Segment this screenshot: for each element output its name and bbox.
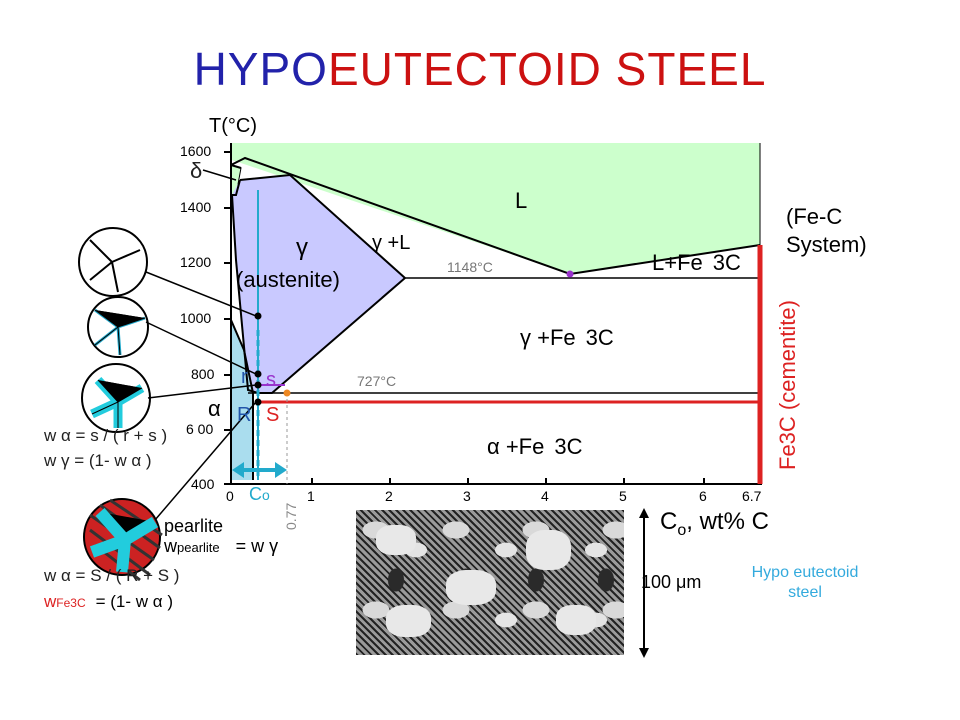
label-pearlite: pearlite <box>164 516 224 536</box>
liquid-region <box>231 143 760 274</box>
x-tick-3: 3 <box>463 488 471 504</box>
label-liquid: L <box>515 188 528 213</box>
co-arrow <box>232 462 287 478</box>
label-s: s <box>266 369 276 391</box>
label-system: (Fe-C System) <box>786 203 867 259</box>
x-tick-0: 0 <box>226 488 234 504</box>
micro-ferrite-grain <box>386 605 431 637</box>
sketch-alpha-gamma <box>81 363 151 433</box>
point-s <box>254 370 262 378</box>
label-R: R <box>237 404 252 426</box>
formula-w-fe3c-w: w <box>44 592 57 611</box>
formula-w-fe3c-eq: = (1- w α ) <box>95 592 173 611</box>
x-tick-4: 4 <box>541 488 549 504</box>
x-tick-6: 6 <box>699 488 707 504</box>
x-tick-2: 2 <box>385 488 393 504</box>
micro-ferrite-grain <box>446 570 496 605</box>
label-S: S <box>266 404 280 426</box>
label-alpha-symbol: α <box>208 396 221 421</box>
label-alpha-Fe3C-a: α +Fe <box>487 434 545 459</box>
formula-w-fe3c: wFe3C = (1- w α ) <box>44 592 173 612</box>
micrograph-caption-line2: steel <box>788 584 822 601</box>
y-tick-600: 6 00 <box>186 421 214 437</box>
x-axis-label-sub: o <box>677 522 687 539</box>
label-alpha-Fe3C-sub: 3 <box>554 434 567 459</box>
micrograph-caption-line1: Hypo eutectoid <box>751 564 859 581</box>
micrograph-image <box>356 510 624 655</box>
point-r <box>254 381 262 389</box>
label-L-Fe3C-a: L+Fe <box>652 250 703 275</box>
label-0-77: 0.77 <box>283 502 299 530</box>
formula-w-gamma: w γ = (1- w α ) <box>44 451 152 470</box>
label-L-Fe3C-sub: 3 <box>712 250 726 275</box>
micro-ferrite-grain <box>526 530 571 570</box>
micro-ferrite-grain <box>376 525 416 555</box>
austenite-region <box>232 175 405 393</box>
label-gamma-Fe3C-a: γ +Fe <box>520 325 576 350</box>
point-upper-composition <box>254 312 262 320</box>
label-gamma-Fe3C: γ +Fe 3C <box>520 325 614 351</box>
x-axis-label: Co, wt% C <box>660 508 769 539</box>
y-tick-800: 800 <box>191 366 215 382</box>
label-co-c: C <box>249 484 262 504</box>
label-system-line1: (Fe-C <box>786 204 843 229</box>
label-delta: δ <box>190 158 203 183</box>
label-co-sub: o <box>262 487 270 503</box>
label-gamma-Fe3C-sub: 3 <box>585 325 598 350</box>
sketch-pearlite <box>83 498 163 582</box>
label-gamma-L: γ +L <box>372 232 411 254</box>
label-co: Co <box>249 484 270 505</box>
micro-ferrite-grain <box>556 605 596 635</box>
point-eutectoid <box>283 389 291 397</box>
formula-w-alpha-upper: w α = s / ( r + s ) <box>44 426 168 445</box>
y-tick-400: 400 <box>191 476 215 492</box>
label-austenite: (austenite) <box>236 267 340 292</box>
y-tick-1200: 1200 <box>180 254 212 270</box>
micrograph-caption: Hypo eutectoid steel <box>730 563 880 603</box>
formula-w-pearlite-sub: pearlite <box>177 540 220 555</box>
label-727: 727°C <box>357 373 397 389</box>
label-gamma: γ <box>296 234 308 261</box>
y-axis-label: T(°C) <box>209 115 257 137</box>
x-tick-1: 1 <box>307 488 315 504</box>
formula-w-pearlite-w: w <box>164 536 177 556</box>
label-alpha-Fe3C-c: C <box>566 434 583 459</box>
alpha-region <box>231 320 253 480</box>
label-alpha-Fe3C: α +Fe 3C <box>487 434 583 460</box>
label-gamma-Fe3C-c: C <box>597 325 614 350</box>
y-tick-1600: 1600 <box>180 143 212 159</box>
x-tick-6-7: 6.7 <box>742 488 762 504</box>
sketch-transition <box>87 296 149 358</box>
page-title: HYPOEUTECTOID STEEL <box>0 42 960 96</box>
title-part-hypo: HYPO <box>193 43 328 95</box>
title-part-eutectoid: EUTECTOID STEEL <box>327 43 767 95</box>
label-cementite: Fe3C (cementite) <box>775 300 800 470</box>
sketch-austenite <box>78 227 148 297</box>
point-eutectic <box>566 270 574 278</box>
label-1148: 1148°C <box>447 259 493 275</box>
formula-w-pearlite-eq: = w γ <box>235 536 279 556</box>
label-L-Fe3C: L+Fe 3C <box>652 250 741 276</box>
scale-label: 100 μm <box>641 572 702 592</box>
y-tick-1000: 1000 <box>180 310 212 326</box>
x-tick-5: 5 <box>619 488 627 504</box>
formula-w-pearlite: wpearlite = w γ <box>164 536 278 557</box>
x-axis-label-c: C <box>660 508 678 535</box>
y-tick-1400: 1400 <box>180 199 212 215</box>
formula-w-alpha-lower: w α = S / ( R + S ) <box>44 566 180 585</box>
x-axis-label-rest: , wt% C <box>686 508 769 535</box>
label-r: r <box>241 366 248 388</box>
label-L-Fe3C-c: C <box>725 250 741 275</box>
scale-bar <box>639 508 649 658</box>
formula-w-fe3c-sub: Fe3C <box>56 596 86 610</box>
label-system-line2: System) <box>786 232 867 257</box>
point-R <box>254 398 262 406</box>
